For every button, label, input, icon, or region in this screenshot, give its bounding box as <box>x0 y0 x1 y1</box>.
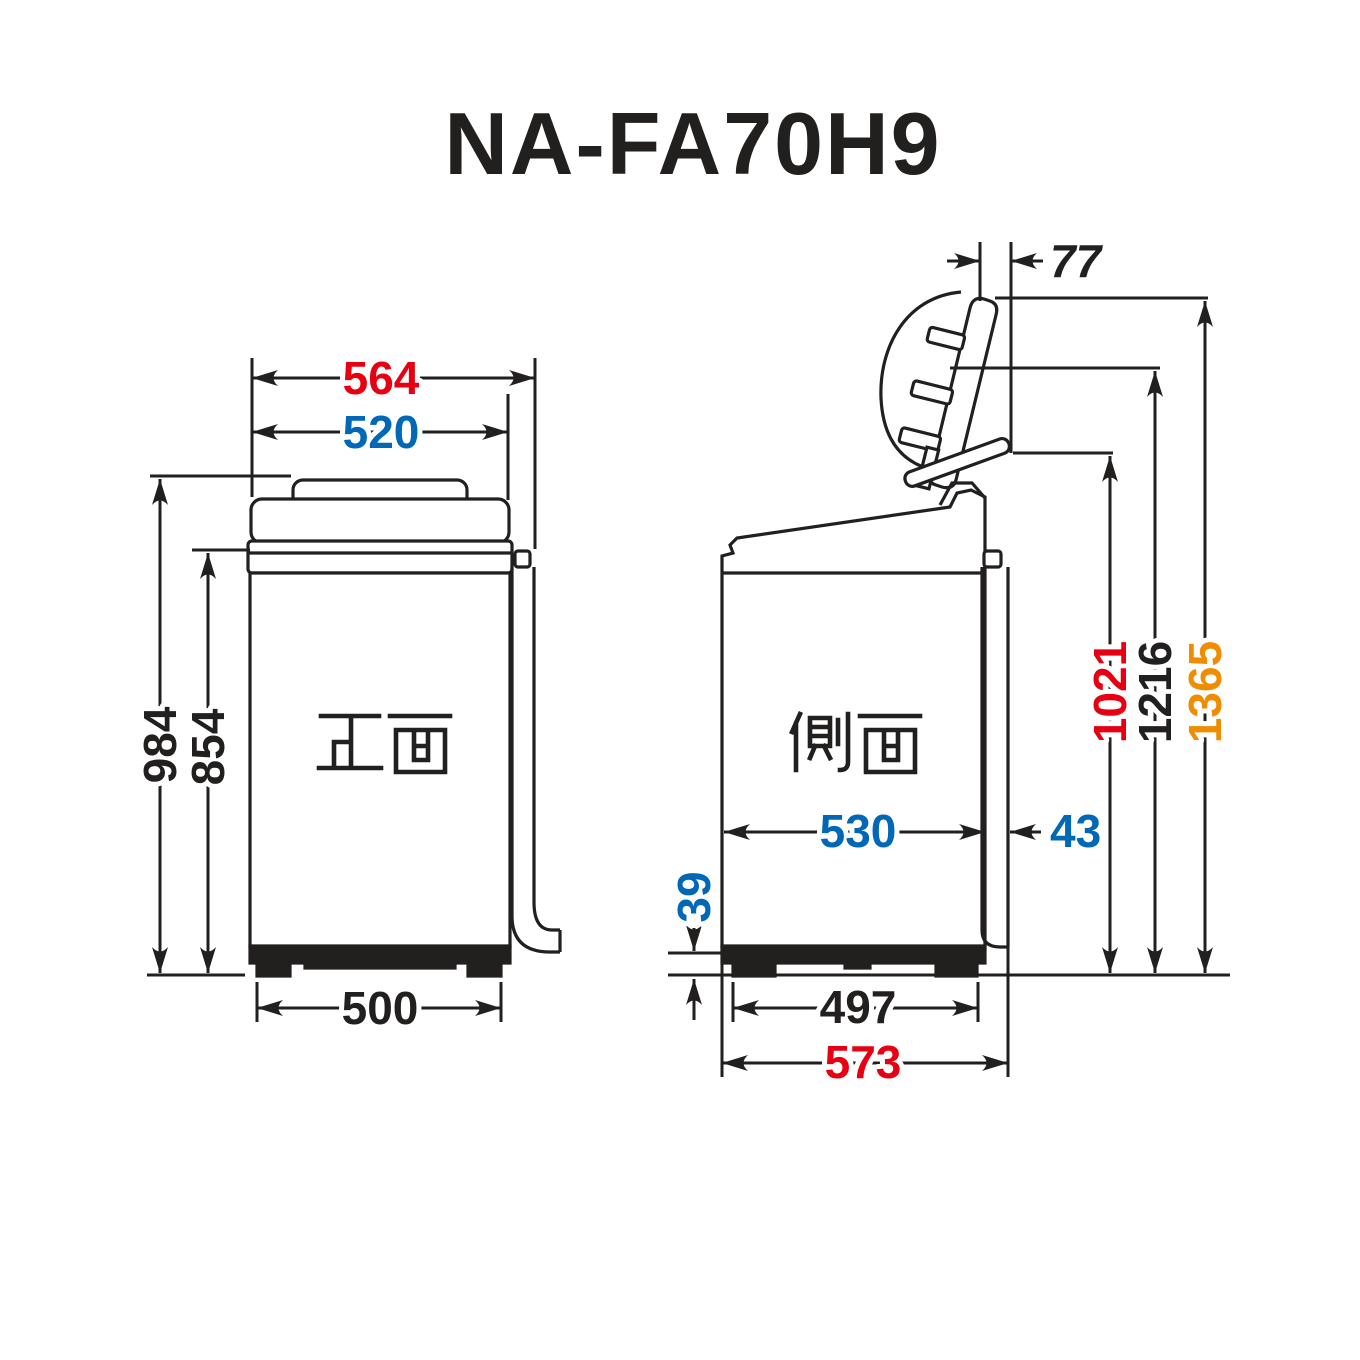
lid-bracket <box>925 325 967 352</box>
dim-side-height-lid-top: 1365 <box>1179 641 1231 743</box>
dim-side-height-lid-hinge: 1021 <box>1084 641 1136 743</box>
side-base <box>720 944 987 978</box>
dim-side-lid-clearance: 77 <box>1050 235 1104 287</box>
lid-lock-lever <box>903 436 1012 488</box>
dimension-lines <box>147 242 1230 1077</box>
dim-side-base-height: 39 <box>668 871 720 922</box>
front-top-frame <box>246 539 514 575</box>
front-view-label <box>316 713 450 772</box>
dim-side-feet-depth: 497 <box>820 981 897 1033</box>
dim-side-height-lid-mid: 1216 <box>1129 641 1181 743</box>
dim-side-hose-depth: 43 <box>1050 805 1101 857</box>
kanji-soku <box>788 710 851 773</box>
side-view-drawing <box>720 290 1012 978</box>
front-hose-cap <box>513 549 532 569</box>
front-hose <box>510 567 562 954</box>
dim-front-width-body: 520 <box>343 406 420 458</box>
model-title: NA-FA70H9 <box>444 94 941 193</box>
dim-front-width-overall: 564 <box>343 352 420 404</box>
open-lid-panel <box>928 296 999 490</box>
dim-front-height-overall: 984 <box>134 706 186 783</box>
front-base <box>248 944 512 978</box>
lid-hinge <box>938 481 987 506</box>
front-body <box>248 571 512 949</box>
lid-bracket <box>909 379 955 406</box>
lid-swing-arc <box>879 290 962 471</box>
side-body <box>720 488 987 949</box>
front-lid <box>249 497 511 545</box>
side-hose <box>980 567 1010 949</box>
dim-front-height-body: 854 <box>182 708 234 785</box>
dim-front-feet-width: 500 <box>342 982 419 1034</box>
dim-side-depth-body: 530 <box>820 805 897 857</box>
front-view-drawing <box>246 478 562 978</box>
kanji-sei <box>316 713 384 771</box>
side-hose-cap <box>982 549 1003 569</box>
lid-bracket <box>897 426 943 453</box>
dim-side-depth-overall: 573 <box>825 1036 902 1088</box>
side-view-label <box>788 710 920 773</box>
